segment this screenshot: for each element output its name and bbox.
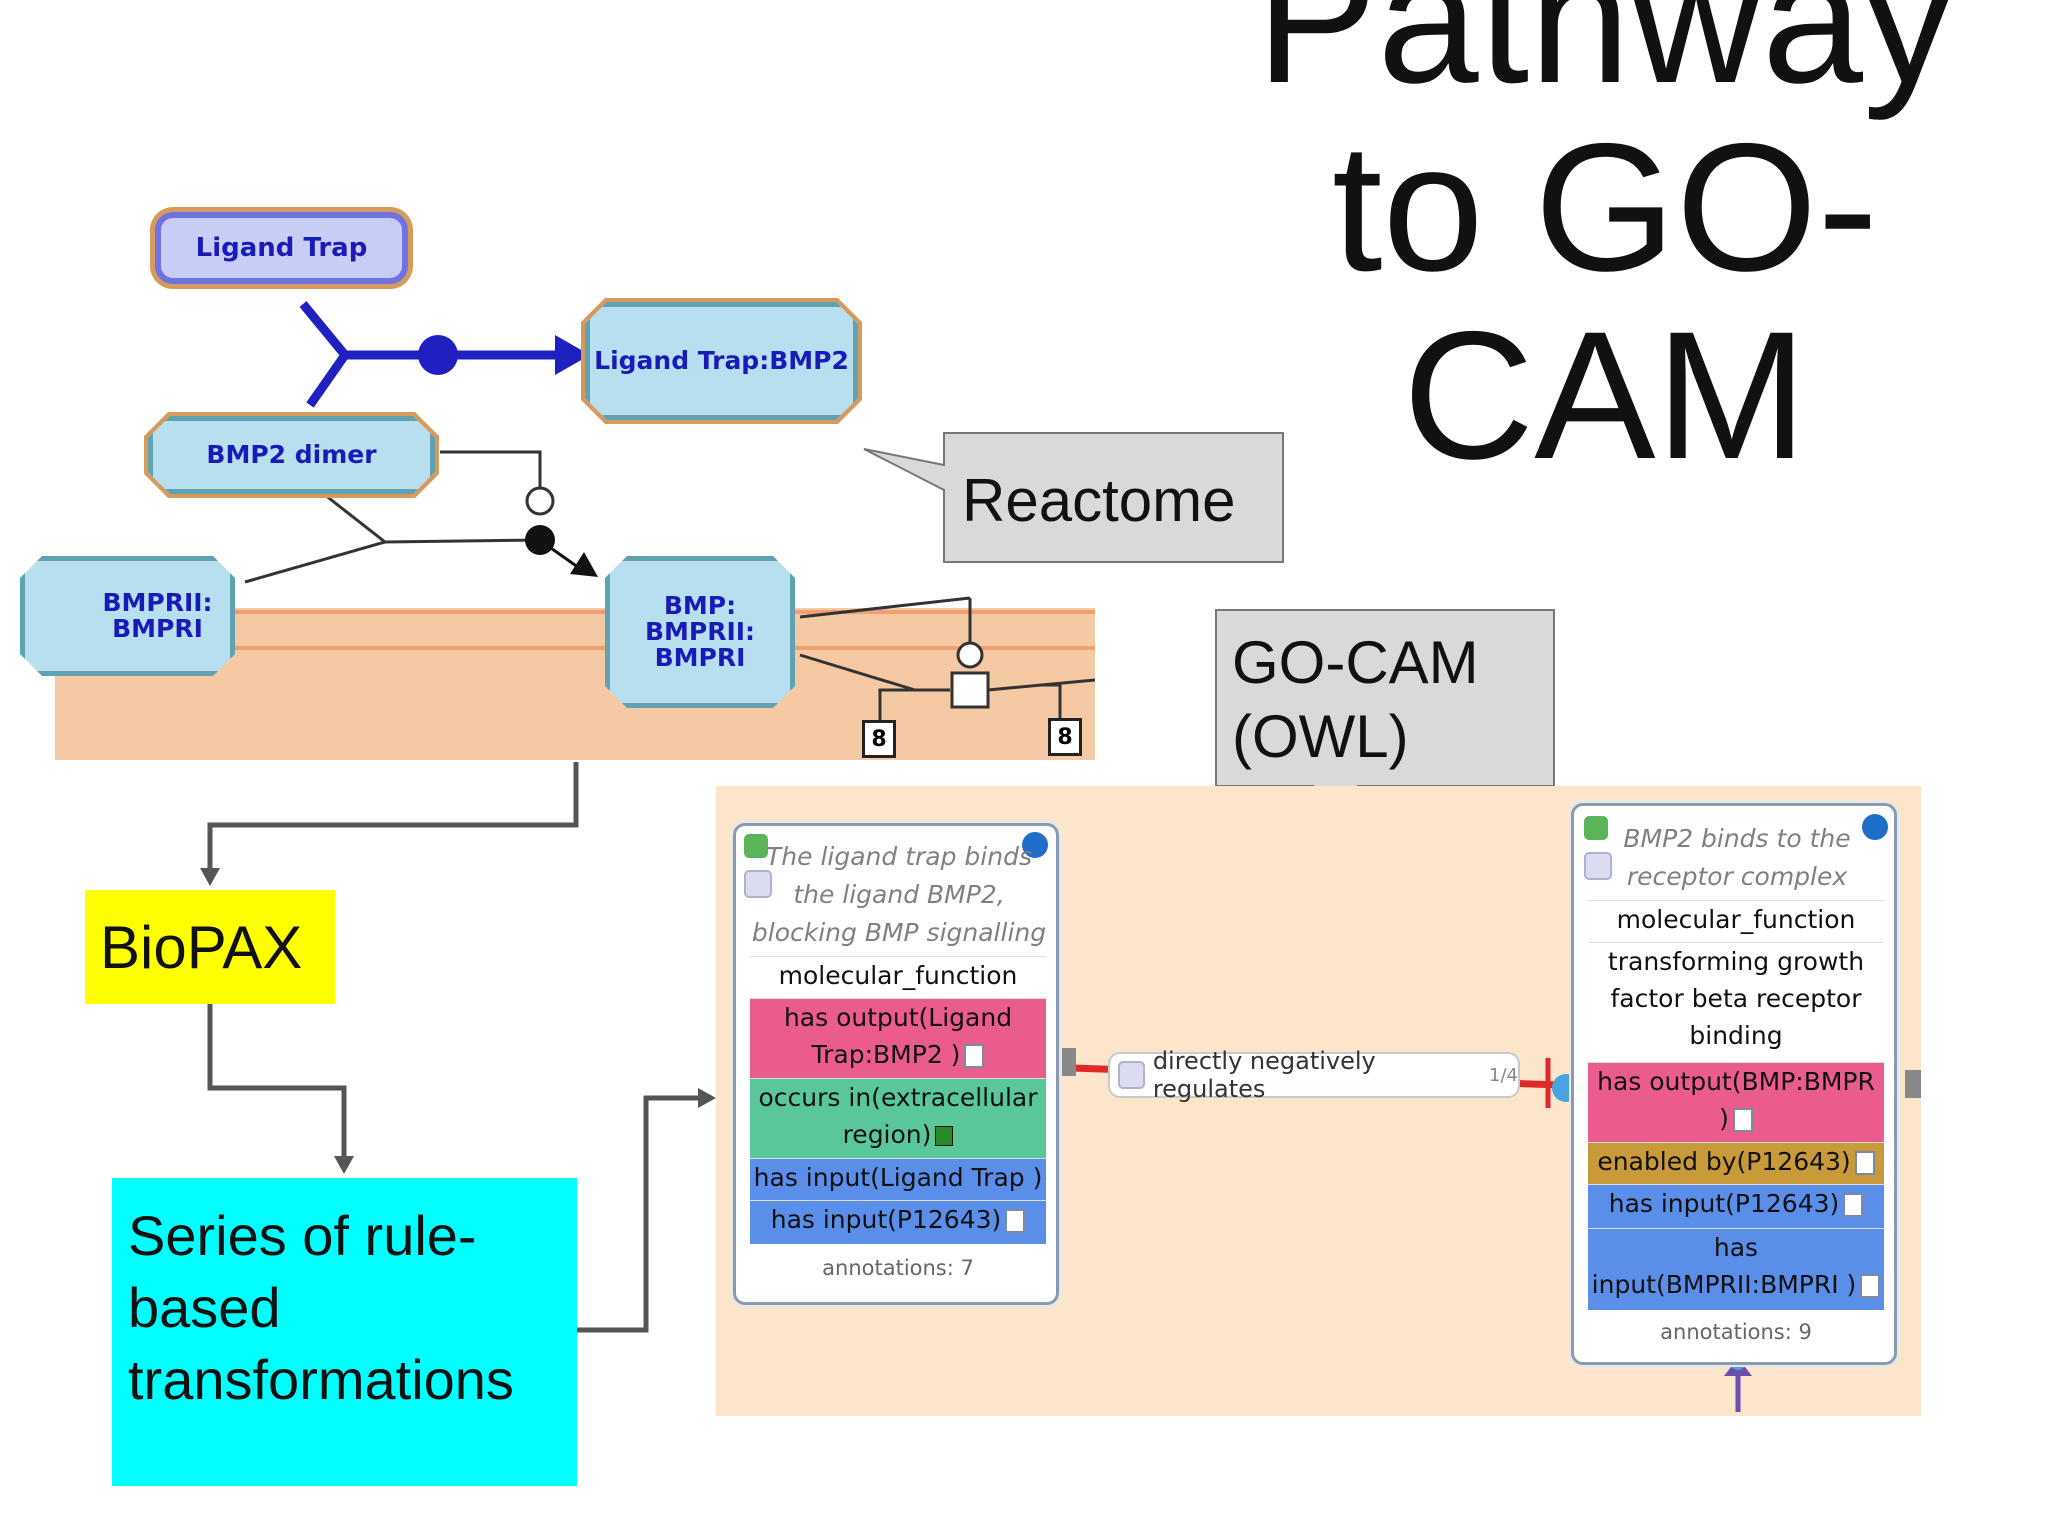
card1-has-output[interactable]: has output(Ligand Trap:BMP2 ) <box>750 998 1046 1078</box>
page-title: Pathway to GO- CAM <box>1180 0 2030 489</box>
reaction-filled-circle <box>525 525 555 555</box>
ligand-trap-node[interactable]: Ligand Trap <box>155 212 408 284</box>
edge-checkbox-icon[interactable] <box>1118 1061 1145 1089</box>
activity-card-1[interactable]: The ligand trap binds the ligand BMP2, b… <box>733 823 1059 1305</box>
card1-blue-dot-icon[interactable] <box>1022 832 1048 858</box>
card1-lavender-square-icon[interactable] <box>744 870 772 898</box>
reactome-callout-label: Reactome <box>962 467 1236 534</box>
title-line-2: to GO- <box>1331 105 1879 309</box>
catalyst-open-circle <box>525 486 555 516</box>
rules-to-gocam-arrow <box>577 1095 700 1333</box>
card1-green-square-icon[interactable] <box>744 834 768 858</box>
edge-label-text: directly negatively regulates <box>1152 1047 1376 1103</box>
card1-evidence-icon[interactable] <box>935 1126 954 1146</box>
reactome-callout-box <box>863 432 1284 563</box>
bmp-bmprii-bmpri-node[interactable]: BMP: BMPRII: BMPRI <box>605 556 795 708</box>
card1-input2-checkbox-icon[interactable] <box>1005 1209 1026 1233</box>
card2-molecular-function[interactable]: molecular_function <box>1588 900 1884 942</box>
card1-output-checkbox-icon[interactable] <box>964 1044 985 1068</box>
rules-line-1: Series of rule- <box>128 1204 477 1267</box>
card2-annotations-count: annotations: 9 <box>1660 1320 1812 1344</box>
edge-label-negatively-regulates[interactable]: directly negatively regulates 1/4 <box>1108 1047 1520 1103</box>
activity-card-2[interactable]: BMP2 binds to the receptor complex molec… <box>1571 803 1897 1365</box>
title-line-3: CAM <box>1402 293 1808 497</box>
stoichiometry-badge-2: 8 <box>1048 718 1082 756</box>
ligand-trap-arrowhead <box>555 335 590 375</box>
reaction-square <box>950 671 990 709</box>
card2-enabled-checkbox-icon[interactable] <box>1854 1151 1875 1175</box>
card2-green-square-icon[interactable] <box>1584 816 1608 840</box>
card2-input2-checkbox-icon[interactable] <box>1860 1274 1881 1298</box>
ligand-trap-reaction-node <box>418 335 458 375</box>
rules-line-3: transformations <box>128 1348 514 1411</box>
ligand-trap-bmp2-node[interactable]: Ligand Trap:BMP2 <box>585 302 858 420</box>
rules-line-2: based <box>128 1276 281 1339</box>
card1-has-input-ligand-trap[interactable]: has input(Ligand Trap ) <box>750 1158 1046 1228</box>
reactome-to-biopax-arrow <box>207 762 579 870</box>
card2-has-input-p12643[interactable]: has input(P12643) <box>1588 1184 1884 1228</box>
gocam-callout-label: GO-CAM (OWL) <box>1232 626 1479 774</box>
gocam-callout-line-2: (OWL) <box>1232 703 1409 770</box>
biopax-to-rules-arrow <box>207 1004 347 1158</box>
card2-has-input-bmprii-bmpri[interactable]: has input(BMPRII:BMPRI ) <box>1588 1228 1884 1310</box>
card2-title: BMP2 binds to the receptor complex <box>1623 824 1851 891</box>
card1-molecular-function[interactable]: molecular_function <box>750 956 1046 998</box>
rule-transformations-box: Series of rule- based transformations <box>112 1178 577 1486</box>
card2-input1-checkbox-icon[interactable] <box>1843 1193 1864 1217</box>
title-line-1: Pathway <box>1255 0 1955 121</box>
stoichiometry-badge-1: 8 <box>862 720 896 758</box>
card1-title: The ligand trap binds the ligand BMP2, b… <box>751 842 1047 947</box>
card2-tgf-beta-receptor-binding[interactable]: transforming growth factor beta receptor… <box>1588 942 1884 1062</box>
bmp2-dimer-node[interactable]: BMP2 dimer <box>148 416 435 494</box>
biopax-box: BioPAX <box>85 890 335 1004</box>
card1-has-input-p12643[interactable]: has input(P12643) <box>750 1200 1046 1244</box>
bmprii-bmpri-node[interactable]: BMPRII: BMPRI <box>20 556 235 676</box>
card1-occurs-in[interactable]: occurs in(extracellular region) <box>750 1078 1046 1158</box>
card2-output-checkbox-icon[interactable] <box>1732 1108 1753 1132</box>
card2-blue-dot-icon[interactable] <box>1862 814 1888 840</box>
gocam-callout-line-1: GO-CAM <box>1232 629 1479 696</box>
card2-lavender-square-icon[interactable] <box>1584 852 1612 880</box>
card1-annotations-count: annotations: 7 <box>822 1256 974 1280</box>
card2-enabled-by[interactable]: enabled by(P12643) <box>1588 1142 1884 1184</box>
card2-has-output[interactable]: has output(BMP:BMPR ) <box>1588 1062 1884 1142</box>
edge-fraction: 1/4 <box>1489 1064 1518 1086</box>
catalyst-open-circle-2 <box>956 641 984 669</box>
